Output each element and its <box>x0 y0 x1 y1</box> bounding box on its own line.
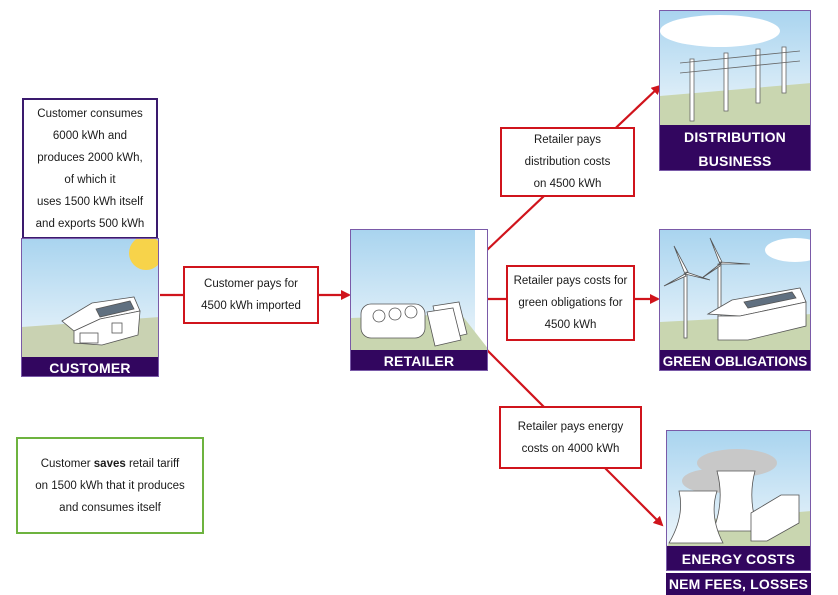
customer-label: CUSTOMER <box>22 357 158 376</box>
green-obligations-label: GREEN OBLIGATIONS <box>660 350 810 370</box>
bills-icon <box>426 301 468 347</box>
power-plant-building-icon <box>750 494 800 542</box>
customer-info-line: Customer consumes <box>37 107 143 120</box>
energy-costs-box: Retailer pays energy costs on 4000 kWh <box>499 406 642 469</box>
distribution-business-node: DISTRIBUTION BUSINESS <box>659 10 811 171</box>
flow-text-line: distribution costs <box>524 156 611 168</box>
savings-suffix: retail tariff <box>125 457 180 470</box>
flow-text-line: on 4500 kWh <box>533 178 602 190</box>
house-icon <box>706 287 807 341</box>
customer-savings-box: Customer saves retail tariff on 1500 kWh… <box>16 437 204 534</box>
savings-line-3: and consumes itself <box>59 501 161 514</box>
customer-info-line: uses 1500 kWh itself <box>36 195 144 208</box>
customer-pays-box: Customer pays for 4500 kWh imported <box>183 266 319 324</box>
house-with-solar-illustration <box>22 239 158 357</box>
sun-icon <box>129 239 158 270</box>
savings-line-2: on 1500 kWh that it produces <box>35 479 185 492</box>
customer-info-line: and exports 500 kWh <box>35 217 145 230</box>
customer-info-line: produces 2000 kWh, <box>37 151 143 164</box>
wind-turbine-icon <box>663 237 751 339</box>
electricity-meter-icon <box>360 303 426 339</box>
flow-text-line: 4500 kWh imported <box>201 300 301 312</box>
customer-info-line: 6000 kWh and <box>52 129 128 142</box>
savings-prefix: Customer <box>40 457 94 470</box>
customer-info-line: of which it <box>64 173 116 186</box>
distribution-label-line1: DISTRIBUTION <box>660 125 810 149</box>
flow-text-line: Retailer pays costs for <box>513 275 628 287</box>
flow-text-line: Retailer pays <box>533 134 602 146</box>
customer-node: CUSTOMER <box>21 238 159 377</box>
retailer-node: RETAILER <box>350 229 488 371</box>
energy-costs-label: ENERGY COSTS <box>667 546 810 570</box>
house-icon <box>61 296 141 346</box>
power-station-illustration <box>667 431 810 546</box>
energy-costs-node: ENERGY COSTS <box>666 430 811 571</box>
distribution-costs-box: Retailer pays distribution costs on 4500… <box>500 127 635 197</box>
meter-and-bills-illustration <box>351 230 487 350</box>
distribution-label-line2: BUSINESS <box>660 149 810 170</box>
cooling-tower-icon <box>668 470 760 544</box>
flow-text-line: costs on 4000 kWh <box>521 442 620 455</box>
savings-line-1: Customer saves retail tariff <box>41 453 180 475</box>
nem-fees-losses-label: NEM FEES, LOSSES <box>666 573 811 595</box>
savings-emphasis: saves <box>93 457 126 470</box>
power-lines-illustration <box>660 11 810 125</box>
power-pole-icon <box>679 46 801 122</box>
flow-text-line: Customer pays for <box>204 278 298 290</box>
green-obligations-node: GREEN OBLIGATIONS <box>659 229 811 371</box>
wind-turbines-and-house-illustration <box>660 230 810 350</box>
green-obligations-costs-box: Retailer pays costs for green obligation… <box>506 265 635 341</box>
customer-info-box: Customer consumes 6000 kWh and produces … <box>22 98 158 239</box>
flow-text-line: green obligations for <box>518 297 623 309</box>
flow-text-line: Retailer pays energy <box>517 420 624 433</box>
retailer-label: RETAILER <box>351 350 487 370</box>
flow-text-line: 4500 kWh <box>544 319 597 331</box>
